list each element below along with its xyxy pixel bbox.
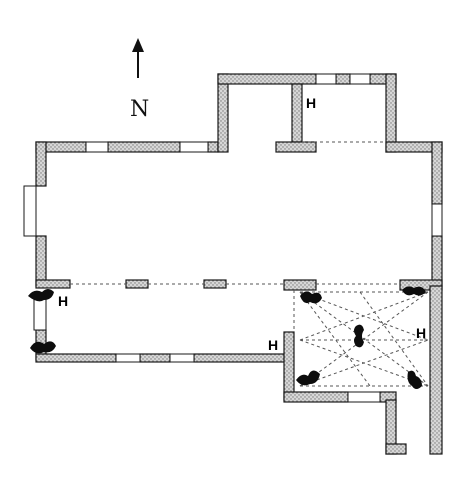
hearth-label-west: H [58, 293, 68, 309]
wall-north-3 [207, 141, 219, 153]
window-north-2 [179, 141, 209, 153]
hearth-markers: H H H H [58, 95, 426, 353]
rubble-room-5 [407, 370, 422, 389]
window-east [431, 203, 443, 237]
north-arrow: N [130, 38, 149, 122]
wall-room-south-1 [283, 391, 349, 403]
wall-room-east [429, 285, 443, 455]
wall-projection-south [385, 443, 407, 455]
door-west [23, 185, 37, 237]
window-south-2 [169, 353, 195, 363]
hearth-label-room: H [416, 325, 426, 341]
wall-south-1 [35, 279, 71, 289]
wall-east-1 [431, 141, 443, 205]
rubble-west-1 [28, 289, 54, 302]
wall-north-2 [107, 141, 181, 153]
wall-pier-1 [125, 279, 149, 289]
north-label: N [130, 97, 149, 122]
wall-lower-south-1 [35, 353, 117, 363]
dashed-lines [70, 141, 429, 387]
rubble-room-2 [402, 286, 426, 296]
vault-line-4 [299, 291, 429, 341]
wall-annex-north-1 [217, 73, 317, 85]
wall-annex-east [385, 73, 397, 153]
rubble-room-4 [296, 370, 320, 386]
wall-annex-west [217, 73, 229, 153]
rubble-room-1 [300, 291, 322, 304]
openings [23, 73, 443, 403]
wall-lower-south-3 [193, 353, 291, 363]
wall-room-west [283, 331, 295, 401]
wall-south-2 [283, 279, 317, 291]
window-north-1 [85, 141, 109, 153]
wall-west-2 [35, 235, 47, 287]
vault-line-11 [359, 291, 429, 387]
vault-line-10 [299, 291, 371, 387]
vault-line-2 [299, 291, 429, 387]
window-annex-1 [315, 73, 337, 85]
hearth-label-hall: H [268, 337, 278, 353]
rubble [28, 286, 426, 389]
wall-annex-north-2 [335, 73, 351, 85]
hearth-label-annex: H [306, 95, 316, 111]
wall-lower-south-2 [139, 353, 171, 363]
rubble-room-3 [354, 324, 364, 348]
north-arrow-icon [132, 38, 144, 52]
wall-north-4 [275, 141, 317, 153]
rubble-west-2 [30, 341, 56, 354]
wall-west-1 [35, 141, 47, 187]
vault-line-6 [299, 339, 429, 387]
wall-annex-partition [291, 83, 303, 143]
window-room-south [347, 391, 381, 403]
wall-pier-2 [203, 279, 227, 289]
window-annex-2 [349, 73, 371, 85]
wall-east-2 [431, 235, 443, 287]
window-south-1 [115, 353, 141, 363]
walls [35, 73, 443, 455]
